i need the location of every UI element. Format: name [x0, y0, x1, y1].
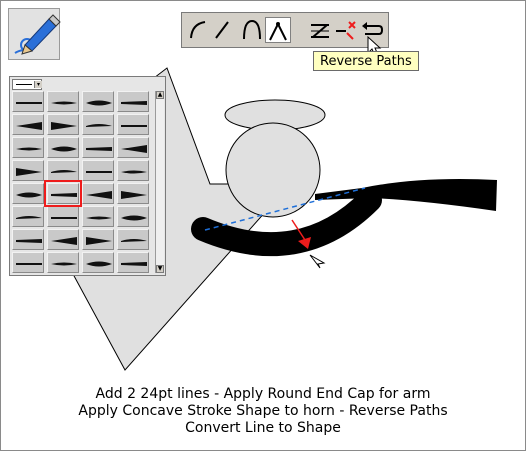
reverse-paths-tooltip: Reverse Paths — [313, 51, 419, 71]
arc-tool-icon[interactable] — [239, 17, 265, 43]
stroke-shape-cell[interactable] — [82, 160, 114, 181]
stroke-shape-cell[interactable] — [12, 183, 44, 204]
stroke-shape-cell[interactable] — [82, 91, 114, 112]
reverse-paths-icon[interactable] — [359, 17, 385, 43]
gallery-scrollbar[interactable]: ▲ ▼ — [155, 91, 164, 273]
stroke-shape-cell[interactable] — [47, 229, 79, 250]
direction-arrow-line — [291, 219, 306, 241]
caption-line-1: Add 2 24pt lines - Apply Round End Cap f… — [95, 386, 431, 402]
stroke-shape-cell[interactable] — [117, 91, 149, 112]
stroke-shape-cell[interactable] — [12, 252, 44, 273]
stroke-shape-cell[interactable] — [117, 252, 149, 273]
stroke-shape-cell[interactable] — [47, 206, 79, 227]
stroke-shape-cell[interactable] — [47, 252, 79, 273]
gallery-dropdown[interactable]: ▾ — [12, 79, 42, 90]
arm-stroke[interactable] — [191, 188, 382, 257]
direction-arrowhead — [298, 237, 311, 249]
scroll-up-icon[interactable]: ▲ — [156, 91, 164, 99]
stroke-shape-cell[interactable] — [82, 183, 114, 204]
stroke-shape-cell[interactable] — [12, 160, 44, 181]
stroke-shape-cell[interactable] — [12, 114, 44, 135]
stroke-shape-cell[interactable] — [82, 229, 114, 250]
stroke-shape-cell[interactable] — [47, 160, 79, 181]
stroke-shape-cell[interactable] — [82, 114, 114, 135]
stroke-shape-cell[interactable] — [47, 114, 79, 135]
stroke-shape-cell[interactable] — [82, 206, 114, 227]
stroke-shape-cell[interactable] — [117, 160, 149, 181]
stroke-shape-cell[interactable] — [12, 229, 44, 250]
reverse-direction-line — [204, 187, 366, 231]
stroke-shape-cell[interactable] — [117, 229, 149, 250]
head-shape[interactable] — [225, 122, 321, 218]
stroke-shape-cell[interactable] — [47, 137, 79, 158]
stroke-shape-cell[interactable] — [117, 206, 149, 227]
freehand-pencil-icon[interactable] — [8, 8, 61, 60]
selector-cursor — [309, 254, 326, 269]
chevron-down-icon[interactable]: ▾ — [34, 81, 42, 88]
smooth-join-icon[interactable] — [307, 17, 333, 43]
path-edit-toolbar — [181, 12, 389, 48]
stroke-shape-cell[interactable] — [117, 183, 149, 204]
horn-shape[interactable] — [315, 179, 497, 211]
stroke-shape-cell[interactable] — [117, 114, 149, 135]
scroll-down-icon[interactable]: ▼ — [156, 265, 164, 273]
caption-line-2: Apply Concave Stroke Shape to horn - Rev… — [78, 403, 448, 419]
curve-tool-icon[interactable] — [185, 17, 211, 43]
stroke-shape-cell[interactable] — [82, 252, 114, 273]
stroke-shape-cell[interactable] — [12, 91, 44, 112]
caption-line-3: Convert Line to Shape — [185, 420, 341, 436]
stroke-shape-grid — [12, 91, 152, 273]
stroke-shape-cell[interactable] — [117, 137, 149, 158]
stroke-shape-cell[interactable] — [12, 206, 44, 227]
stroke-shape-cell[interactable] — [12, 137, 44, 158]
instruction-caption: Add 2 24pt lines - Apply Round End Cap f… — [0, 386, 526, 437]
line-tool-icon[interactable] — [209, 17, 235, 43]
selected-stroke-shape-cell[interactable] — [44, 180, 82, 207]
stroke-shape-cell[interactable] — [47, 91, 79, 112]
break-path-icon[interactable] — [333, 17, 359, 43]
cusp-tool-icon[interactable] — [265, 17, 291, 43]
stroke-shape-gallery: ▾ ▲ ▼ — [9, 76, 166, 276]
stroke-shape-cell[interactable] — [82, 137, 114, 158]
